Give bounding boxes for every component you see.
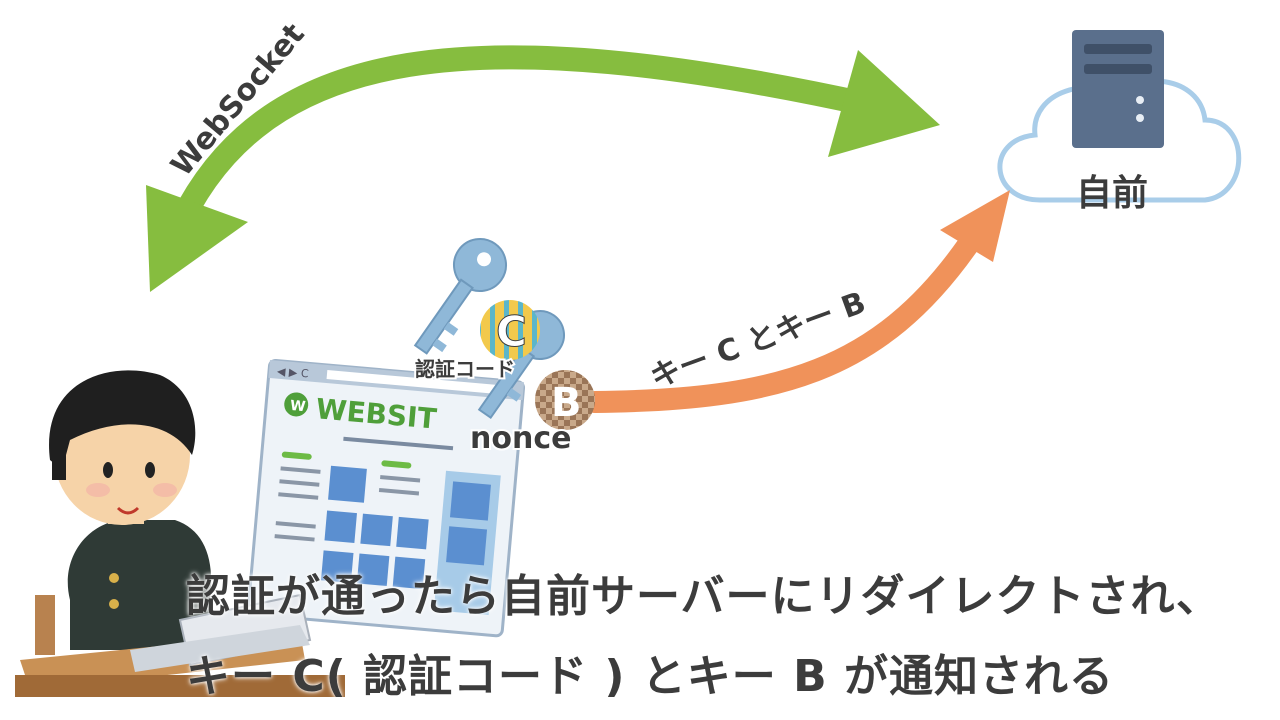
- websocket-arrow: [146, 45, 940, 292]
- server-cloud-icon: [997, 30, 1242, 203]
- website-browser-icon: ◀ ▶ C W WEBSIT: [246, 359, 526, 638]
- key-b-letter: B: [551, 380, 582, 426]
- key-icon: [413, 238, 565, 420]
- caption-line-1: 認証が通ったら自前サーバーにリダイレクトされ、: [186, 571, 1221, 622]
- nonce-label: nonce: [470, 421, 571, 456]
- caption-line-2: キー C( 認証コード ) とキー B が通知される: [186, 651, 1114, 702]
- key-b-icon: B: [535, 370, 595, 430]
- server-label: 自前: [1076, 173, 1148, 214]
- key-c-letter: C: [496, 307, 527, 356]
- auth-code-label: 認証コード: [415, 357, 515, 381]
- key-c-icon: C: [480, 300, 540, 360]
- notify-arrow: [584, 190, 1010, 413]
- svg-text:◀ ▶ C: ◀ ▶ C: [276, 365, 309, 381]
- svg-text:W: W: [289, 398, 306, 415]
- student-laptop-icon: [15, 370, 345, 697]
